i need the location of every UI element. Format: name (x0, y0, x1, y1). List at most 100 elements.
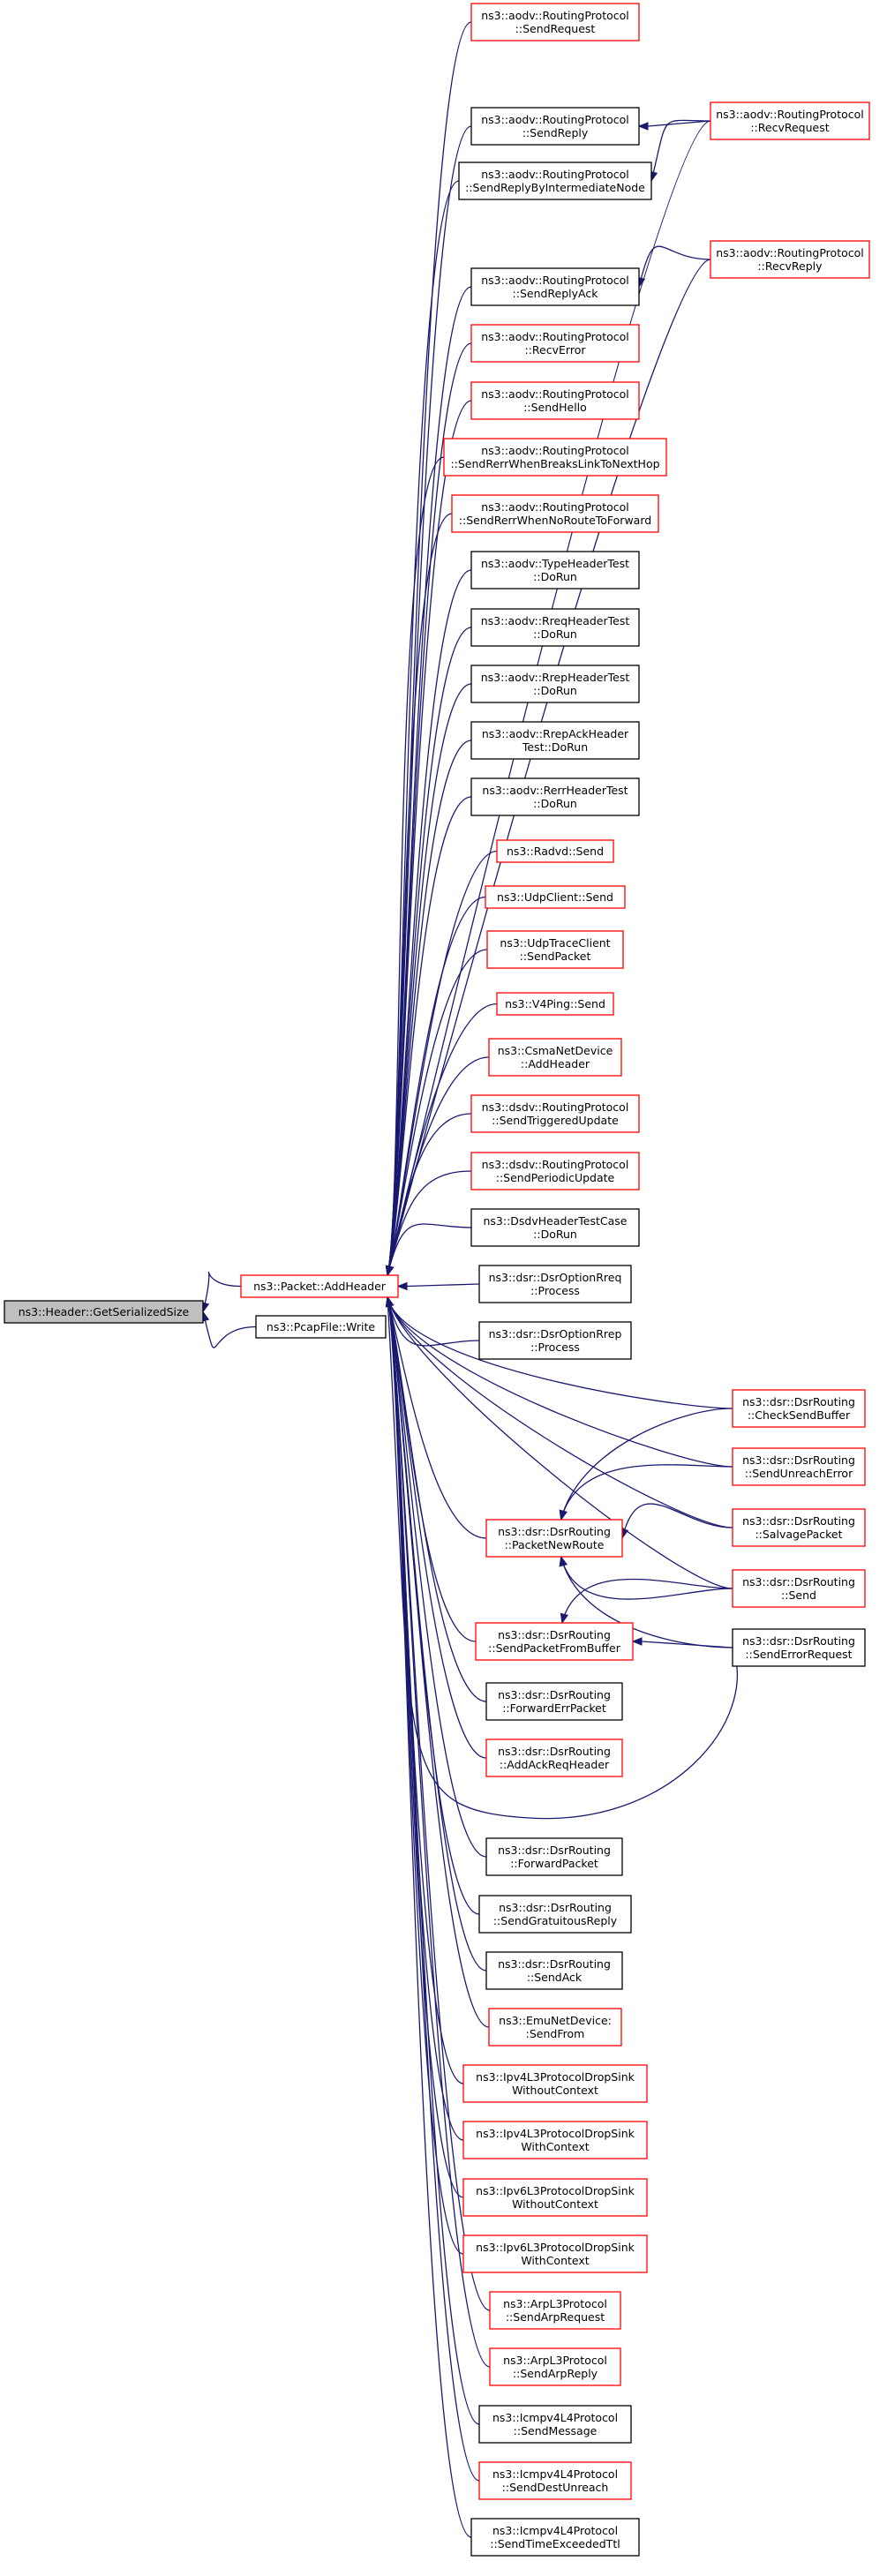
node-label: ns3::aodv::RrepAckHeader (482, 727, 629, 740)
node-box (485, 1951, 623, 1990)
node-label: ns3::EmuNetDevice: (499, 2014, 612, 2027)
graph-node-n18[interactable]: ns3::UdpTraceClient::SendPacket (486, 930, 624, 969)
node-label: ns3::Icmpv4L4Protocol (492, 2467, 618, 2481)
graph-node-n9[interactable]: ns3::aodv::RoutingProtocol::SendRerrWhen… (443, 438, 667, 477)
graph-node-n31[interactable]: ns3::dsr::DsrRouting::SendGratuitousRepl… (478, 1895, 632, 1934)
node-label: ns3::aodv::RoutingProtocol (481, 387, 629, 401)
graph-node-n13[interactable]: ns3::aodv::RrepHeaderTest::DoRun (470, 665, 640, 703)
graph-node-n6[interactable]: ns3::aodv::RoutingProtocol::SendReplyAck (470, 267, 640, 306)
graph-node-n20[interactable]: ns3::CsmaNetDevice::AddHeader (488, 1038, 622, 1077)
node-box (485, 885, 626, 909)
node-label: ns3::dsr::DsrRouting (498, 1628, 611, 1641)
node-label: ns3::dsr::DsrRouting (742, 1453, 855, 1467)
graph-node-n39[interactable]: ns3::ArpL3Protocol::SendArpReply (489, 2347, 621, 2386)
node-label: ::SendErrorRequest (745, 1648, 852, 1661)
node-label: ::Process (530, 1341, 580, 1354)
graph-node-n4[interactable]: ns3::aodv::RoutingProtocol::SendReply (470, 107, 640, 146)
graph-node-n15[interactable]: ns3::aodv::RerrHeaderTest::DoRun (470, 777, 640, 816)
node-label: ::CheckSendBuffer (748, 1408, 851, 1422)
edge-n1-n0 (202, 1271, 242, 1312)
node-box (451, 494, 659, 533)
node-label: ns3::Ipv6L3ProtocolDropSink (476, 2241, 635, 2254)
edge-n47-n26 (621, 1503, 733, 1539)
graph-node-n41[interactable]: ns3::Icmpv4L4Protocol::SendDestUnreach (478, 2461, 632, 2500)
graph-node-n28[interactable]: ns3::dsr::DsrRouting::ForwardErrPacket (485, 1682, 623, 1721)
graph-node-n7[interactable]: ns3::aodv::RoutingProtocol::RecvError (470, 324, 640, 363)
node-label: ::DoRun (533, 627, 577, 641)
graph-node-n44[interactable]: ns3::aodv::RoutingProtocol::RecvReply (710, 240, 870, 279)
graph-node-n22[interactable]: ns3::dsdv::RoutingProtocol::SendPeriodic… (470, 1152, 640, 1190)
graph-node-n29[interactable]: ns3::dsr::DsrRouting::AddAckReqHeader (485, 1739, 623, 1777)
edge-n43-n5 (650, 119, 711, 182)
graph-node-n33[interactable]: ns3::EmuNetDevice::SendFrom (488, 2008, 622, 2047)
node-label: ::SendRequest (515, 22, 596, 35)
graph-node-n3[interactable]: ns3::aodv::RoutingProtocol::SendRequest (470, 3, 640, 41)
graph-node-n11[interactable]: ns3::aodv::TypeHeaderTest::DoRun (470, 551, 640, 590)
arrowhead (637, 122, 649, 131)
node-label: ns3::V4Ping::Send (505, 997, 605, 1010)
edge-n2-n0 (202, 1311, 257, 1348)
node-box (470, 777, 640, 816)
graph-node-n36[interactable]: ns3::Ipv6L3ProtocolDropSinkWithoutContex… (462, 2178, 648, 2217)
node-label: ns3::CsmaNetDevice (498, 1044, 613, 1057)
graph-node-n49[interactable]: ns3::dsr::DsrRouting::SendErrorRequest (732, 1628, 866, 1667)
node-label: ::AddAckReqHeader (500, 1758, 610, 1771)
graph-node-n46[interactable]: ns3::dsr::DsrRouting::SendUnreachError (732, 1447, 866, 1486)
edge-n43-n4 (647, 120, 711, 127)
graph-node-n5[interactable]: ns3::aodv::RoutingProtocol::SendReplyByI… (458, 161, 652, 200)
node-box (732, 1447, 866, 1486)
graph-node-n48[interactable]: ns3::dsr::DsrRouting::Send (732, 1569, 866, 1608)
node-label: ns3::dsr::DsrRouting (742, 1575, 855, 1588)
node-label: ::AddHeader (521, 1057, 590, 1070)
graph-node-n19[interactable]: ns3::V4Ping::Send (496, 992, 614, 1016)
graph-node-n16[interactable]: ns3::Radvd::Send (496, 839, 614, 863)
node-label: ns3::aodv::RerrHeaderTest (482, 784, 628, 797)
graph-node-n32[interactable]: ns3::dsr::DsrRouting::SendAck (485, 1951, 623, 1990)
graph-node-n1[interactable]: ns3::Packet::AddHeader (240, 1274, 399, 1298)
node-label: ns3::aodv::RoutingProtocol (481, 274, 629, 287)
node-box (732, 1389, 866, 1428)
edge-n29-n1 (387, 1296, 487, 1759)
graph-node-n23[interactable]: ns3::DsdvHeaderTestCase::DoRun (470, 1208, 640, 1247)
node-box (486, 930, 624, 969)
graph-node-n30[interactable]: ns3::dsr::DsrRouting::ForwardPacket (485, 1837, 623, 1876)
graph-node-n42[interactable]: ns3::Icmpv4L4Protocol::SendTimeExceededT… (470, 2518, 640, 2557)
graph-node-n25[interactable]: ns3::dsr::DsrOptionRrep::Process (478, 1321, 632, 1360)
node-box (240, 1274, 399, 1298)
graph-node-n40[interactable]: ns3::Icmpv4L4Protocol::SendMessage (478, 2405, 632, 2444)
graph-node-n43[interactable]: ns3::aodv::RoutingProtocol::RecvRequest (710, 101, 870, 140)
node-label: Test::DoRun (522, 740, 588, 754)
node-label: ns3::aodv::RoutingProtocol (481, 9, 629, 22)
graph-node-n21[interactable]: ns3::dsdv::RoutingProtocol::SendTriggere… (470, 1094, 640, 1133)
graph-node-n26[interactable]: ns3::dsr::DsrRouting::PacketNewRoute (485, 1519, 623, 1558)
graph-node-n2[interactable]: ns3::PcapFile::Write (255, 1315, 387, 1339)
node-box (496, 839, 614, 863)
node-label: ns3::dsr::DsrRouting (499, 1901, 612, 1914)
graph-node-n38[interactable]: ns3::ArpL3Protocol::SendArpRequest (489, 2291, 621, 2330)
node-label: ::SendRerrWhenNoRouteToForward (459, 514, 651, 527)
node-label: ns3::dsr::DsrRouting (498, 1525, 611, 1538)
graph-node-n24[interactable]: ns3::dsr::DsrOptionRreq::Process (478, 1265, 632, 1303)
graph-node-n0: ns3::Header::GetSerializedSize (4, 1300, 204, 1324)
arrowhead (559, 1555, 568, 1567)
node-label: :SendFrom (526, 2027, 585, 2040)
graph-node-n17[interactable]: ns3::UdpClient::Send (485, 885, 626, 909)
node-label: ns3::aodv::RoutingProtocol (716, 108, 864, 121)
graph-node-n12[interactable]: ns3::aodv::RreqHeaderTest::DoRun (470, 608, 640, 647)
graph-node-n8[interactable]: ns3::aodv::RoutingProtocol::SendHello (470, 381, 640, 420)
edge-n33-n1 (387, 1296, 490, 2028)
edge-n49-n27 (641, 1641, 733, 1648)
graph-node-n45[interactable]: ns3::dsr::DsrRouting::CheckSendBuffer (732, 1389, 866, 1428)
graph-node-n27[interactable]: ns3::dsr::DsrRouting::SendPacketFromBuff… (475, 1622, 634, 1661)
graph-node-n47[interactable]: ns3::dsr::DsrRouting::SalvagePacket (732, 1508, 866, 1547)
node-label: ns3::ArpL3Protocol (503, 2354, 607, 2367)
node-box (470, 324, 640, 363)
node-box (470, 1094, 640, 1133)
arrowhead (385, 1265, 395, 1277)
graph-node-n10[interactable]: ns3::aodv::RoutingProtocol::SendRerrWhen… (451, 494, 659, 533)
graph-node-n34[interactable]: ns3::Ipv4L3ProtocolDropSinkWithoutContex… (462, 2064, 648, 2103)
node-label: ::SendAck (527, 1971, 583, 1984)
